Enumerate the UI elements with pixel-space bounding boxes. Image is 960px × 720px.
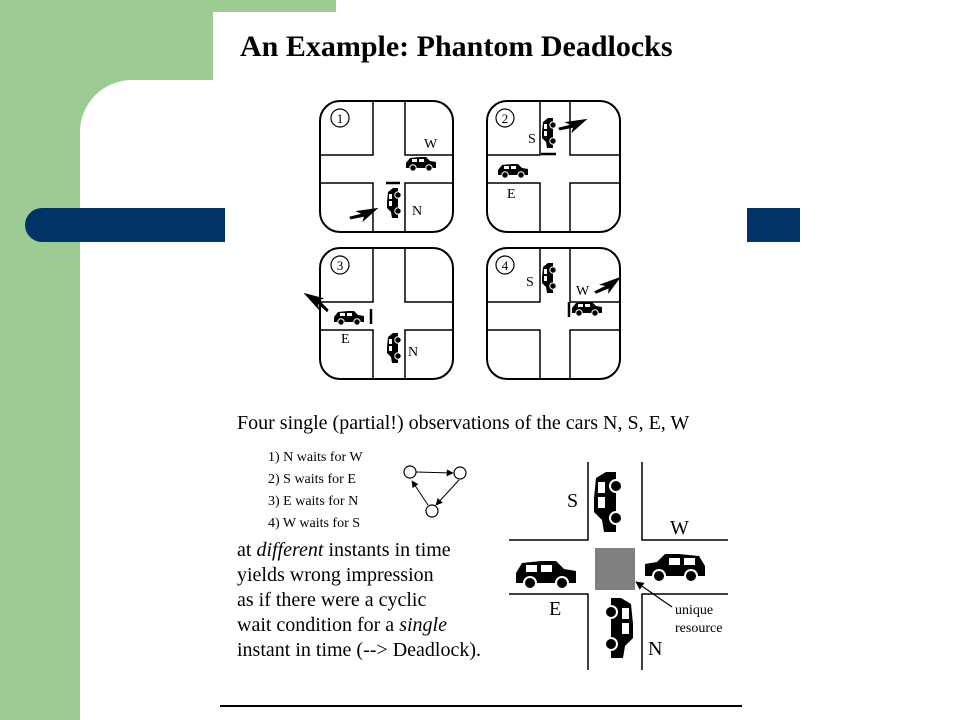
panel-3: 3 E N (299, 247, 454, 380)
panel-2-label-s: S (528, 132, 536, 147)
graph-node (453, 466, 467, 480)
car-s-icon (593, 471, 623, 533)
big-label-s: S (567, 490, 578, 512)
panel-4-number: 4 (502, 258, 509, 273)
panel-1-number: 1 (337, 111, 344, 126)
panel-2-number: 2 (502, 111, 509, 126)
wait-item: 3) E waits for N (268, 494, 359, 509)
panel-3-label-e: E (341, 332, 350, 347)
big-intersection: S W E N unique resource (509, 462, 728, 670)
wait-for-cycle-graph (403, 465, 467, 518)
panel-4: 4 S W (486, 247, 625, 380)
panel-3-number: 3 (337, 258, 344, 273)
big-label-e: E (549, 598, 561, 620)
wait-item: 4) W waits for S (268, 516, 361, 531)
background-white-curve (80, 80, 213, 720)
explanation-line: wait condition for a single (237, 613, 481, 638)
resource-label-unique: unique (675, 603, 713, 618)
explanation-emphasis: different (256, 539, 324, 561)
explanation-text-part: instants in time (323, 539, 451, 561)
panel-3-label-n: N (408, 345, 418, 360)
car-w-icon (644, 553, 706, 583)
bottom-rule (220, 705, 742, 707)
big-label-w: W (670, 517, 689, 539)
explanation-line: as if there were a cyclic (237, 589, 427, 611)
observations-caption: Four single (partial!) observations of t… (237, 412, 690, 434)
panel-2-label-e: E (507, 187, 516, 202)
explanation-text-part: wait condition for a (237, 614, 400, 636)
waits-list: 1) N waits for W 2) S waits for E 3) E w… (268, 447, 363, 535)
page-title: An Example: Phantom Deadlocks (240, 30, 673, 63)
big-label-n: N (648, 638, 662, 660)
car-n-icon (604, 597, 634, 659)
unique-resource-box (595, 548, 635, 590)
panel-1-label-w: W (424, 137, 438, 152)
accent-bar-left (25, 208, 225, 242)
resource-label-resource: resource (675, 621, 722, 636)
panel-1-label-n: N (412, 204, 422, 219)
accent-bar-right (747, 208, 800, 242)
graph-node (403, 465, 417, 479)
car-e-icon (515, 560, 577, 590)
panel-2: 2 S E (486, 100, 621, 233)
explanation-line: at different instants in time (237, 538, 481, 563)
panel-4-label-w: W (576, 284, 590, 299)
panel-4-label-s: S (526, 275, 534, 290)
wait-item: 1) N waits for W (268, 450, 363, 465)
explanation-line: yields wrong impression (237, 564, 434, 586)
wait-item: 2) S waits for E (268, 472, 356, 487)
explanation-emphasis: single (399, 614, 447, 636)
explanation-line: instant in time (--> Deadlock). (237, 639, 481, 661)
background-green-strip (0, 0, 80, 720)
panel-1: 1 W N (319, 100, 454, 233)
explanation-text-part: at (237, 539, 257, 561)
explanation-text: at different instants in time yields wro… (237, 538, 481, 663)
graph-node (425, 504, 439, 518)
